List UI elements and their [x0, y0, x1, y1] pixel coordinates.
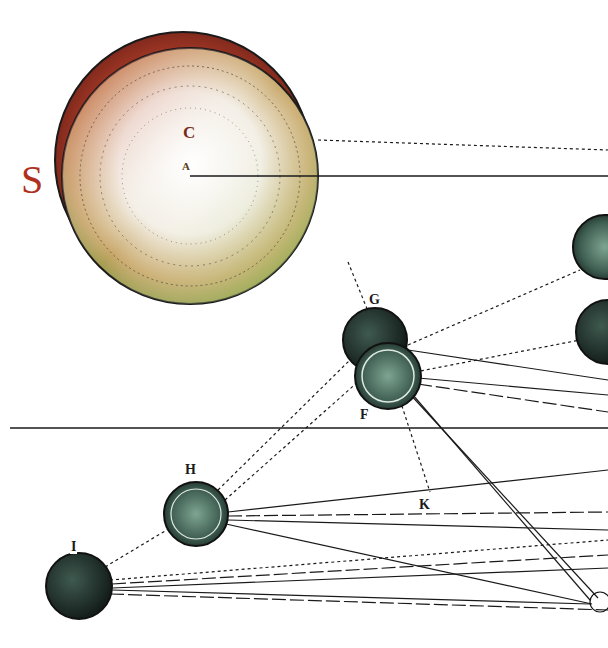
point-label: C [182, 124, 196, 141]
point-label: K [418, 498, 431, 512]
point-label: S [20, 160, 44, 200]
point-label: A [181, 161, 191, 172]
point-label: G [368, 293, 381, 307]
point-label: I [70, 540, 77, 554]
point-label: H [184, 463, 197, 477]
point-label: F [359, 408, 370, 422]
